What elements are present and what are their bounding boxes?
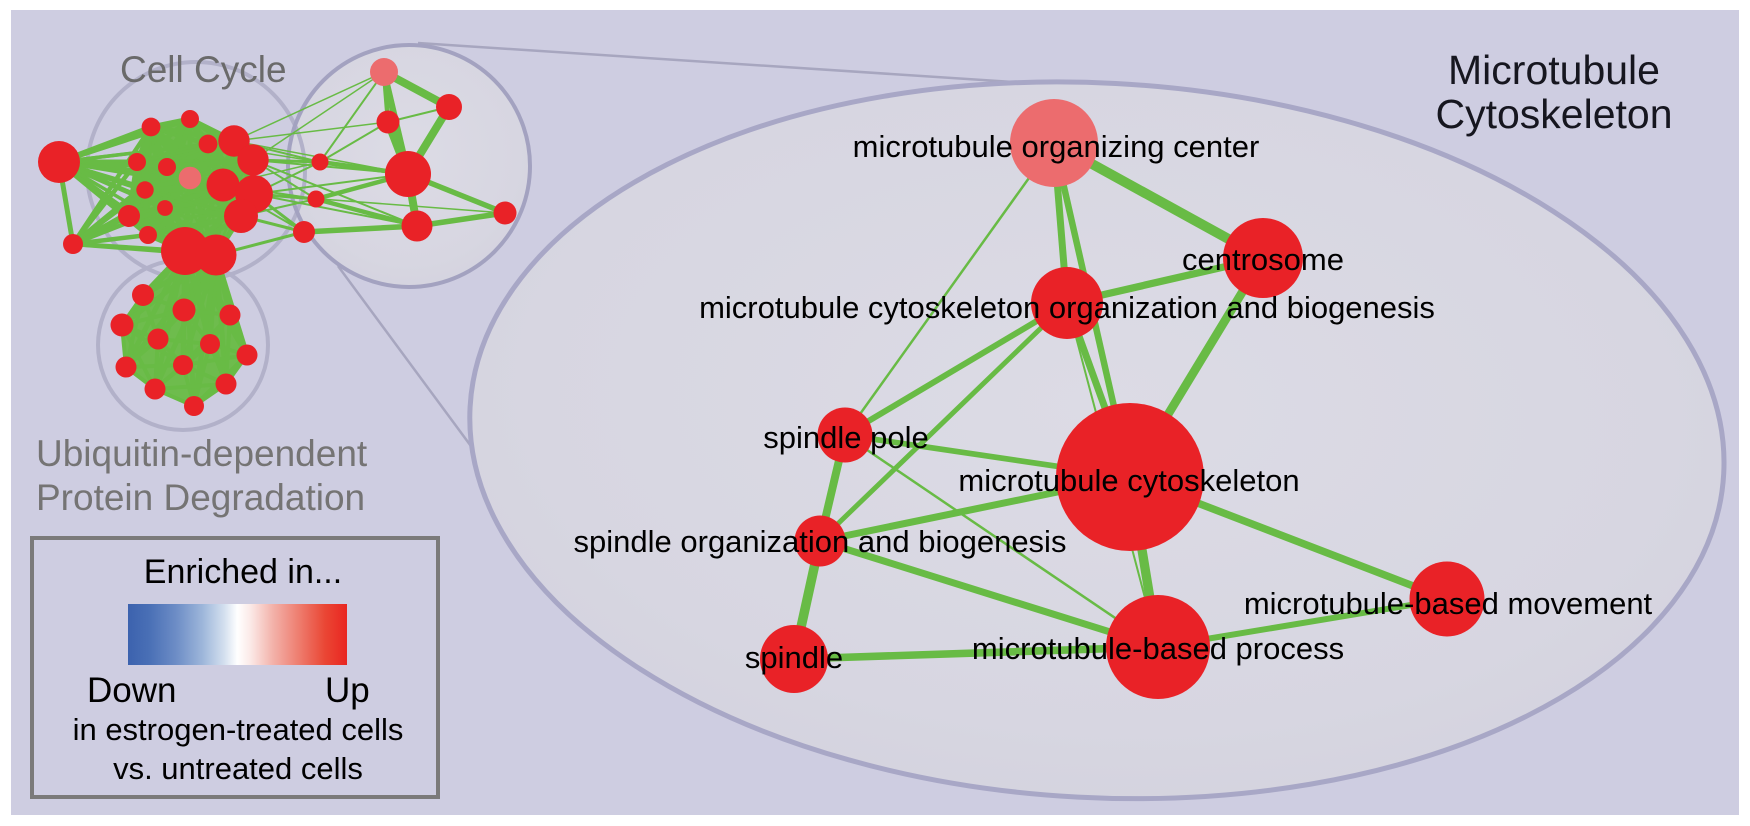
svg-text:Cell Cycle: Cell Cycle [120,49,287,90]
svg-text:microtubule cytoskeleton: microtubule cytoskeleton [958,463,1299,498]
svg-text:Cytoskeleton: Cytoskeleton [1435,91,1672,137]
svg-text:Ubiquitin-dependent: Ubiquitin-dependent [36,433,368,474]
svg-text:in estrogen-treated cells: in estrogen-treated cells [73,712,404,747]
svg-text:microtubule-based process: microtubule-based process [972,631,1344,666]
svg-text:vs. untreated cells: vs. untreated cells [113,751,363,786]
svg-text:Microtubule: Microtubule [1448,47,1660,93]
svg-text:centrosome: centrosome [1182,242,1344,277]
svg-text:spindle organization and bioge: spindle organization and biogenesis [574,524,1067,559]
svg-text:spindle: spindle [745,640,843,675]
svg-text:Up: Up [325,671,370,710]
svg-text:Down: Down [87,671,176,710]
svg-text:Enriched in...: Enriched in... [144,553,342,591]
svg-text:microtubule organizing center: microtubule organizing center [853,129,1260,164]
svg-text:spindle pole: spindle pole [763,420,928,455]
svg-text:microtubule cytoskeleton organ: microtubule cytoskeleton organization an… [699,290,1435,325]
svg-text:microtubule-based movement: microtubule-based movement [1244,586,1653,621]
svg-text:Protein Degradation: Protein Degradation [36,477,365,518]
